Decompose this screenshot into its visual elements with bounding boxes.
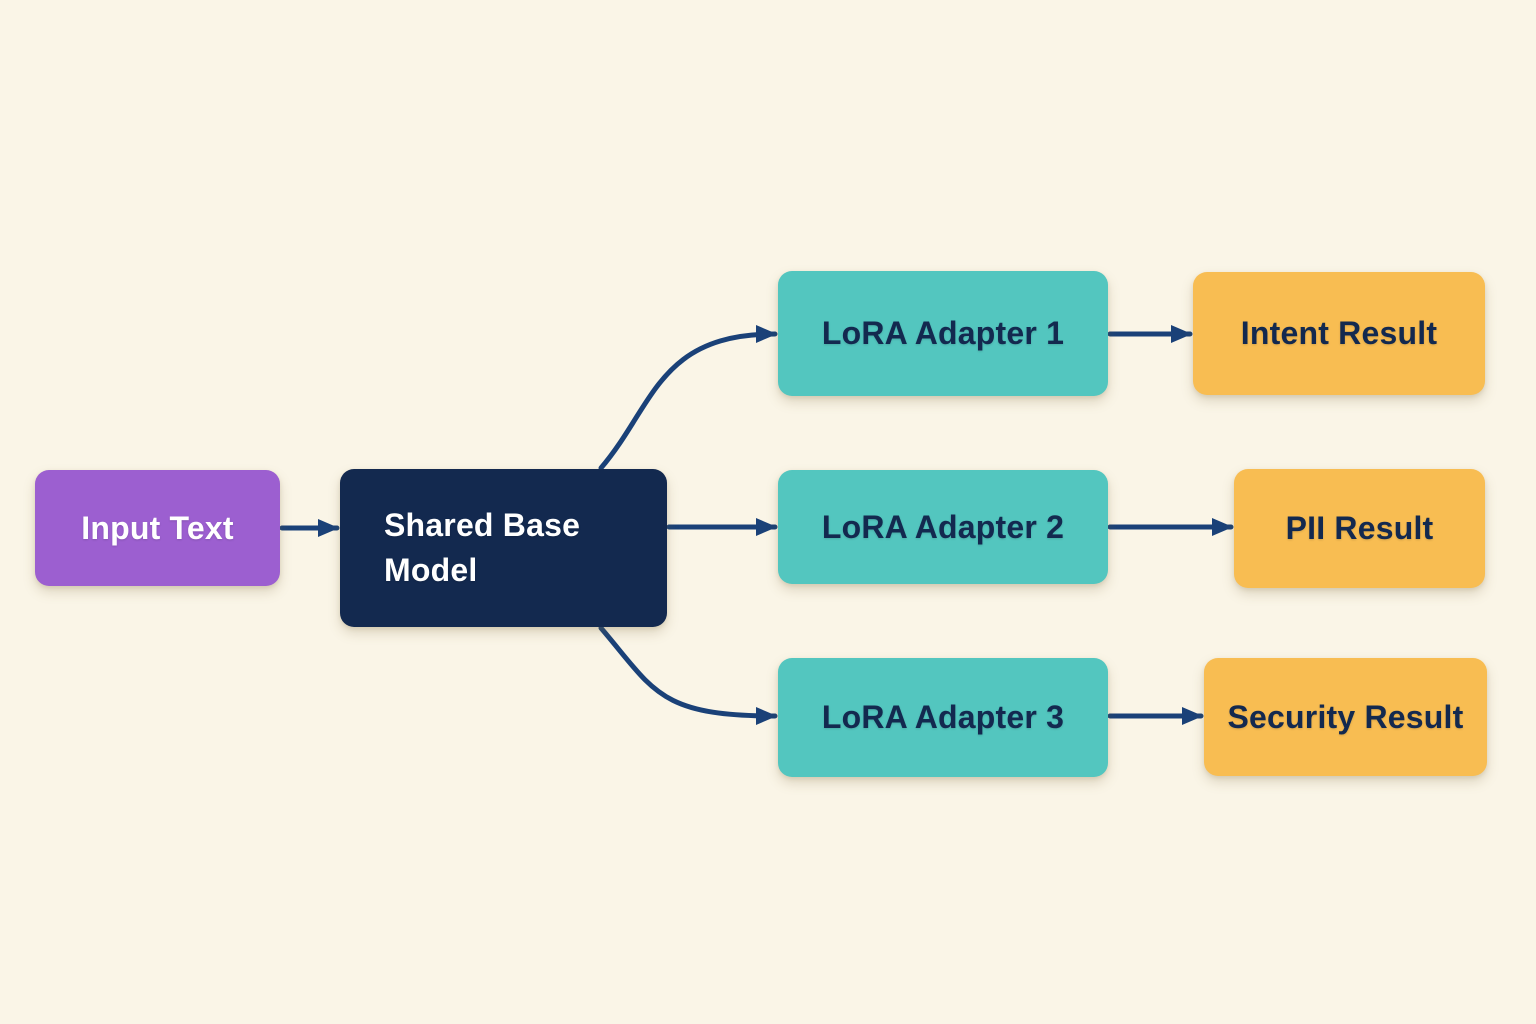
node-input-text-label: Input Text bbox=[81, 509, 234, 546]
node-shared-base-model: Shared Base Model bbox=[340, 469, 667, 627]
edge-base-to-adapter1 bbox=[598, 325, 778, 471]
node-intent-result: Intent Result bbox=[1193, 272, 1485, 395]
node-intent-result-label: Intent Result bbox=[1240, 315, 1438, 351]
node-security-result: Security Result bbox=[1204, 658, 1487, 776]
node-lora-adapter-3-label: LoRA Adapter 3 bbox=[821, 699, 1065, 735]
node-lora-adapter-1-label: LoRA Adapter 1 bbox=[821, 315, 1065, 351]
node-shared-base-model-label: Shared Base Model bbox=[384, 507, 581, 588]
edge-base-to-adapter3 bbox=[598, 625, 778, 725]
node-pii-result-label: PII Result bbox=[1285, 510, 1434, 546]
node-pii-result: PII Result bbox=[1234, 469, 1485, 588]
node-lora-adapter-2-label: LoRA Adapter 2 bbox=[821, 508, 1065, 545]
node-lora-adapter-1: LoRA Adapter 1 bbox=[778, 271, 1108, 396]
node-lora-adapter-2: LoRA Adapter 2 bbox=[778, 470, 1108, 584]
node-input-text: Input Text bbox=[35, 470, 280, 586]
node-lora-adapter-3: LoRA Adapter 3 bbox=[778, 658, 1108, 777]
node-security-result-label: Security Result bbox=[1227, 698, 1464, 735]
